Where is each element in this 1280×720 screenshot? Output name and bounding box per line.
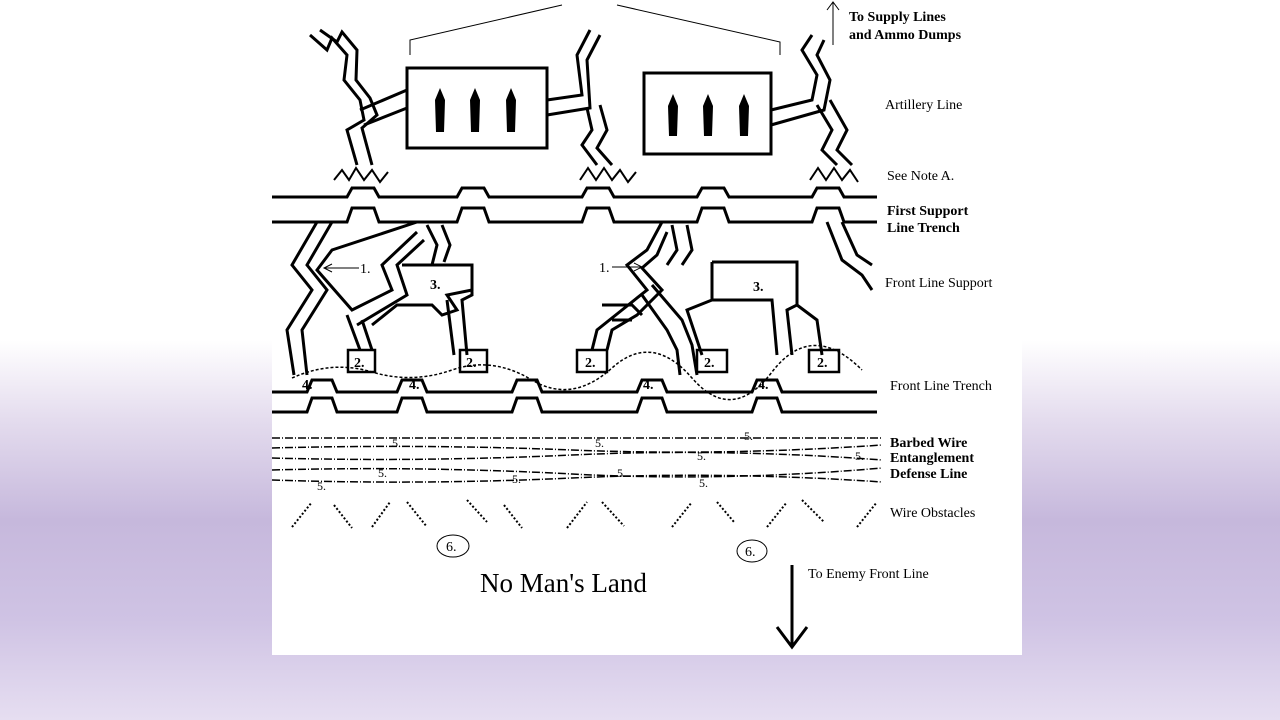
marker-5: 5. bbox=[317, 479, 326, 493]
marker-3-right: 3. bbox=[753, 280, 764, 295]
marker-2: 2. bbox=[466, 356, 477, 371]
marker-5: 5. bbox=[595, 436, 604, 450]
supply-arrow bbox=[826, 1, 840, 45]
marker-5: 5. bbox=[617, 466, 626, 480]
marker-5: 5. bbox=[744, 429, 753, 443]
label-supply-line1: To Supply Lines bbox=[849, 10, 946, 25]
marker-2: 2. bbox=[704, 356, 715, 371]
label-barbed-wire-1: Barbed Wire bbox=[890, 436, 967, 451]
label-enemy-front-line: To Enemy Front Line bbox=[808, 567, 929, 582]
marker-5: 5. bbox=[699, 476, 708, 490]
marker-6-circle-left bbox=[436, 534, 470, 558]
barbed-wire-entanglement bbox=[272, 437, 883, 483]
marker-5: 5. bbox=[378, 466, 387, 480]
label-first-support-1: First Support bbox=[887, 204, 969, 219]
communication-trenches bbox=[309, 28, 854, 167]
artillery-guns bbox=[435, 88, 749, 136]
marker-5: 5. bbox=[392, 436, 401, 450]
label-front-line-trench: Front Line Trench bbox=[890, 379, 992, 394]
dugouts bbox=[346, 348, 841, 374]
marker-5: 5. bbox=[512, 472, 521, 486]
marker-4: 4. bbox=[302, 378, 313, 393]
enemy-arrow bbox=[775, 565, 809, 650]
front-line-trench-back bbox=[272, 378, 877, 394]
trench-diagram-image: 3. 3. 2. 2. 2. 2. 2. 4. 4. 4. 4. 1. 1. 6… bbox=[272, 0, 1022, 655]
label-supply-line2: and Ammo Dumps bbox=[849, 28, 962, 43]
marker-1-left: 1. bbox=[360, 262, 371, 277]
first-support-trench-front bbox=[272, 206, 877, 224]
label-no-mans-land: No Man's Land bbox=[480, 568, 647, 598]
top-brace bbox=[409, 4, 781, 55]
marker-5: 5. bbox=[855, 449, 864, 463]
artillery-emplacement-right bbox=[642, 71, 773, 156]
trench-system-diagram: 3. 3. 2. 2. 2. 2. 2. 4. 4. 4. 4. 1. 1. 6… bbox=[272, 1, 992, 650]
marker-2: 2. bbox=[817, 356, 828, 371]
marker-4: 4. bbox=[643, 378, 654, 393]
marker-1-right: 1. bbox=[599, 261, 610, 276]
marker-6-left: 6. bbox=[446, 540, 457, 555]
front-line-support-trenches bbox=[285, 220, 874, 376]
marker-4: 4. bbox=[758, 378, 769, 393]
see-note-a-wire bbox=[333, 166, 859, 184]
marker-5: 5. bbox=[697, 449, 706, 463]
wire-obstacles bbox=[291, 499, 878, 529]
label-first-support-2: Line Trench bbox=[887, 221, 960, 236]
arrow-1-right bbox=[612, 262, 644, 272]
label-barbed-wire-3: Defense Line bbox=[890, 467, 967, 482]
marker-2: 2. bbox=[585, 356, 596, 371]
front-line-trench-front bbox=[272, 396, 877, 414]
label-front-line-support: Front Line Support bbox=[885, 276, 992, 291]
arrow-1-left bbox=[322, 263, 359, 273]
label-see-note-a: See Note A. bbox=[887, 169, 954, 184]
label-artillery-line: Artillery Line bbox=[885, 98, 962, 113]
marker-4: 4. bbox=[409, 378, 420, 393]
front-line-wire bbox=[291, 344, 863, 401]
first-support-trench-back bbox=[272, 186, 877, 199]
marker-2: 2. bbox=[354, 356, 365, 371]
marker-6-right: 6. bbox=[745, 545, 756, 560]
label-barbed-wire-2: Entanglement bbox=[890, 451, 974, 466]
marker-3-left: 3. bbox=[430, 278, 441, 293]
label-wire-obstacles: Wire Obstacles bbox=[890, 506, 975, 521]
marker-6-circle-right bbox=[736, 539, 768, 563]
